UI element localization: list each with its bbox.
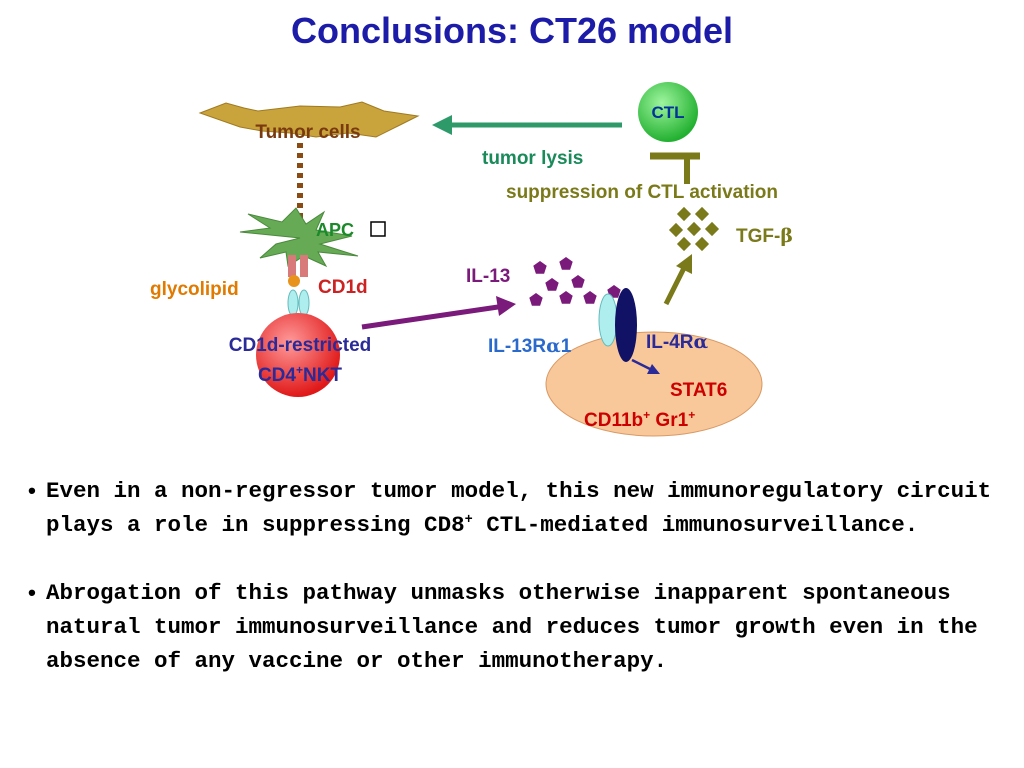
- il4r-alpha-receptor: [615, 288, 637, 362]
- nkt-cell: [256, 313, 340, 397]
- apc-label: APC: [316, 220, 354, 240]
- apc-cell: [239, 207, 359, 268]
- tcr-left: [287, 289, 299, 317]
- bullet-marker: •: [28, 580, 36, 605]
- il13r-alpha1-receptor: [598, 293, 618, 347]
- bullet-marker: •: [28, 478, 36, 503]
- page-title: Conclusions: CT26 model: [290, 10, 734, 51]
- nkt-to-il13-arrowhead: [496, 296, 516, 316]
- bullet-item-1: • Even in a non-regressor tumor model, t…: [28, 474, 1008, 542]
- tumor-cells-label: Tumor cells: [255, 122, 360, 143]
- receptor-to-stat6-arrow: [631, 358, 651, 371]
- cd1d-label: CD1d: [318, 277, 368, 298]
- il13r-label: IL-13Rα1: [488, 335, 572, 357]
- ctl-label: CTL: [651, 103, 684, 122]
- il13-label: IL-13: [466, 266, 510, 287]
- receptor-to-stat6-arrowhead: [647, 364, 660, 374]
- mdsc-to-tgf-arrow: [663, 266, 687, 306]
- glycolipid-molecule: [288, 275, 300, 287]
- nkt-label-line2: CD4+NKT: [258, 363, 342, 386]
- apc-label-box: [370, 221, 386, 237]
- ctl-to-tumor-arrowhead: [432, 115, 452, 135]
- il13-molecules: [529, 257, 621, 306]
- tgf-beta-label: TGF-β: [736, 225, 793, 247]
- tumor-cells-shape: [198, 101, 420, 138]
- stat6-label: STAT6: [670, 380, 727, 401]
- cd1d-left: [288, 255, 296, 277]
- bullet-item-2: • Abrogation of this pathway unmasks oth…: [28, 576, 1008, 678]
- bullet-text-2: Abrogation of this pathway unmasks other…: [46, 580, 978, 674]
- nkt-to-il13-arrow: [361, 304, 499, 330]
- mdsc-cell: [545, 331, 763, 437]
- bullet-text-1: Even in a non-regressor tumor model, thi…: [46, 478, 992, 538]
- ctl-cell: [638, 82, 698, 142]
- mdsc-to-tgf-arrowhead: [676, 254, 692, 274]
- tgf-beta-molecules: [668, 206, 720, 252]
- cd1d-right: [300, 255, 308, 277]
- immunoregulatory-circuit-diagram: Tumor cells CTL tumor lysis suppression …: [150, 82, 793, 437]
- il4r-label: IL-4Rα: [646, 331, 709, 353]
- tcr-right: [298, 289, 310, 317]
- tumor-lysis-label: tumor lysis: [482, 148, 583, 169]
- conclusion-bullets: • Even in a non-regressor tumor model, t…: [28, 474, 1008, 712]
- mdsc-label: CD11b+ Gr1+: [584, 408, 695, 431]
- suppression-label: suppression of CTL activation: [506, 182, 778, 203]
- nkt-label-line1: CD1d-restricted: [229, 335, 372, 356]
- glycolipid-label: glycolipid: [150, 279, 239, 300]
